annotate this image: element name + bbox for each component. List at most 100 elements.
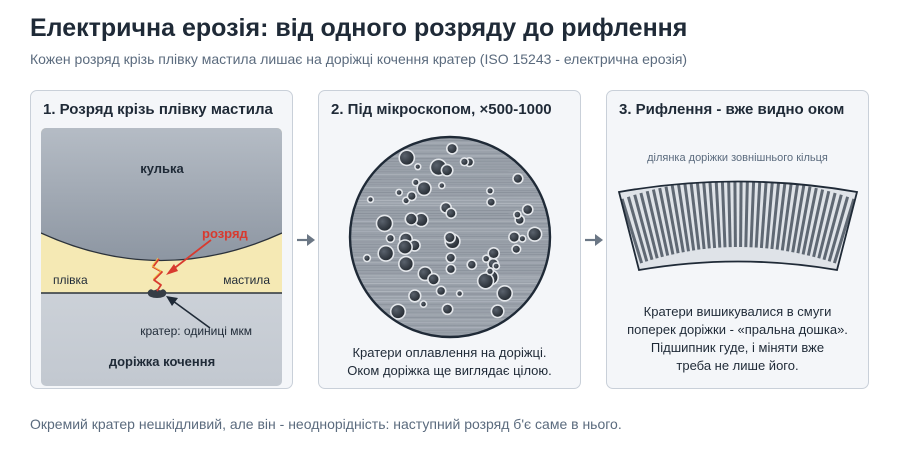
flute-stripe xyxy=(639,192,659,259)
crater-dot xyxy=(377,216,392,231)
crater-dot xyxy=(399,257,413,271)
flute-stripe xyxy=(796,186,812,254)
crater-dot xyxy=(478,273,493,288)
crater-dot xyxy=(483,256,489,262)
ball-label: кулька xyxy=(140,161,184,176)
flute-stripe xyxy=(651,189,670,256)
panel-discharge: 1. Розряд крізь плівку мастила xyxy=(30,90,293,389)
flute-stripe xyxy=(683,183,696,251)
ball-shape xyxy=(41,128,282,261)
crater-dot xyxy=(493,263,499,269)
crater-dot xyxy=(487,268,493,274)
flute-stripe xyxy=(664,186,680,254)
crater-dot xyxy=(487,198,495,206)
crater-dot xyxy=(428,274,439,285)
crater-dot xyxy=(409,290,420,301)
panel-microscope-title: 2. Під мікроскопом, ×500-1000 xyxy=(331,101,552,118)
step-arrow-icon xyxy=(585,234,603,246)
flute-stripe xyxy=(626,196,649,262)
panel-fluting: 3. Рифлення - вже видно оком ділянка дор… xyxy=(606,90,869,389)
crater-dot xyxy=(519,236,525,242)
panel-discharge-title: 1. Розряд крізь плівку мастила xyxy=(43,101,273,118)
panel-microscope: 2. Під мікроскопом, ×500-1000 Кратери оп… xyxy=(318,90,581,389)
crater-dot xyxy=(403,198,409,204)
flute-stripe xyxy=(806,189,825,256)
flute-stripe xyxy=(775,182,787,250)
page-title: Електрична ерозія: від одного розряду до… xyxy=(30,14,688,42)
crater-dot xyxy=(492,305,503,317)
flute-stripe xyxy=(708,181,717,249)
flute-stripe xyxy=(714,181,722,248)
crater-dot xyxy=(379,246,393,261)
flute-stripe xyxy=(791,185,806,253)
crater-dot xyxy=(514,211,521,218)
flute-stripe xyxy=(620,198,644,264)
flute-stripe xyxy=(658,187,675,255)
flute-stripe xyxy=(817,192,837,259)
crater-dot xyxy=(498,286,512,300)
flute-stripe xyxy=(739,181,743,248)
discharge-diagram: кулька розряд плівка мастила кратер: оди… xyxy=(41,128,282,386)
step-arrow-icon xyxy=(297,234,315,246)
crater-dot xyxy=(512,245,520,253)
crater-dot xyxy=(447,265,455,273)
flute-stripe xyxy=(780,183,793,251)
flute-stripe xyxy=(645,190,664,258)
crater-dot xyxy=(528,228,541,241)
flute-stripes xyxy=(620,181,856,264)
flute-stripe xyxy=(765,181,774,249)
crater-dot xyxy=(445,233,455,242)
fluted-raceway xyxy=(617,180,859,272)
microscope-view xyxy=(348,135,552,339)
discharge-label: розряд xyxy=(202,226,249,241)
crater-dot xyxy=(442,165,452,176)
flute-stripe xyxy=(749,181,756,248)
flute-stripe xyxy=(689,182,701,250)
page-subtitle: Кожен розряд крізь плівку мастила лишає … xyxy=(30,51,688,67)
flute-stripe xyxy=(702,181,711,249)
crater-dot xyxy=(523,205,532,214)
flute-stripe xyxy=(670,185,685,253)
flute-stripe xyxy=(786,184,799,252)
flute-stripe xyxy=(827,196,850,262)
film-label-right: мастила xyxy=(223,273,270,287)
film-label-left: плівка xyxy=(53,273,88,287)
crater-dot xyxy=(446,209,456,218)
crater-dot xyxy=(396,190,402,195)
crater-dot xyxy=(443,304,452,314)
crater-field xyxy=(362,142,543,320)
microscope-caption: Кратери оплавлення на доріжці. Оком дорі… xyxy=(347,345,552,378)
crater-dot xyxy=(513,174,522,183)
region-label: ділянка доріжки зовнішнього кільця xyxy=(647,152,828,164)
crater-dot xyxy=(413,179,419,185)
flute-stripe xyxy=(733,181,737,248)
crater-dot xyxy=(509,232,519,242)
panel-fluting-title: 3. Рифлення - вже видно оком xyxy=(619,101,845,118)
footer-note: Окремий кратер нешкідливий, але він - не… xyxy=(30,416,622,432)
fluting-caption: Кратери вишикувалися в смуги поперек дор… xyxy=(627,304,848,373)
crater-dot xyxy=(487,188,493,194)
crater-dot xyxy=(391,305,405,319)
crater-dot xyxy=(468,260,476,269)
raceway-label: доріжка кочення xyxy=(109,354,215,369)
flute-stripe xyxy=(744,181,749,248)
flute-stripe xyxy=(770,181,781,250)
flute-stripe xyxy=(695,181,706,250)
flute-stripe xyxy=(801,187,818,255)
crater-dot xyxy=(415,164,420,169)
crater-dot xyxy=(446,253,455,262)
crater-dot xyxy=(398,240,412,254)
spark-bolt xyxy=(152,258,163,292)
flute-stripe xyxy=(759,181,768,249)
crater-label: кратер: одиниці мкм xyxy=(140,324,252,338)
crater-dot xyxy=(408,192,416,200)
flute-stripe xyxy=(812,190,831,258)
flute-stripe xyxy=(832,198,856,264)
crater-dot xyxy=(400,151,414,165)
flute-stripe xyxy=(677,184,690,252)
crater-dot xyxy=(415,214,428,226)
crater-dot xyxy=(437,287,445,295)
crater-dot xyxy=(364,255,370,261)
crater-dot xyxy=(461,158,468,165)
crater-dot xyxy=(489,248,499,258)
